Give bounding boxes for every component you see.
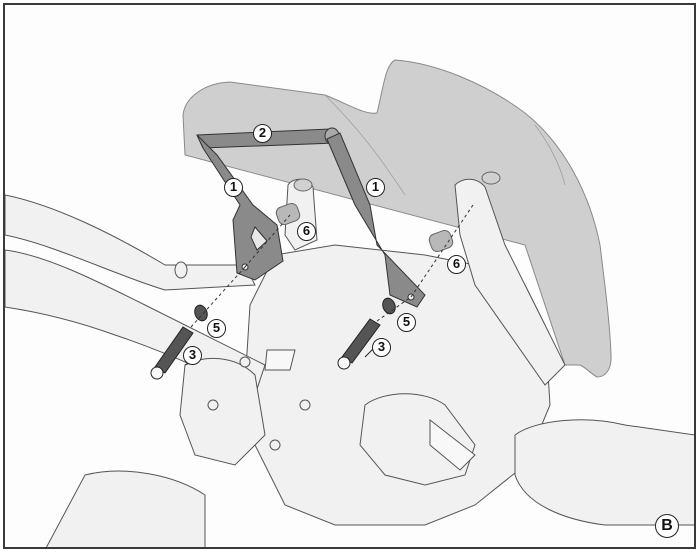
callout-6-right-spacer: 6	[447, 255, 466, 274]
mirror-arm-left	[5, 194, 256, 291]
mount-post-right	[454, 178, 566, 386]
handlebar-clamp	[179, 357, 266, 466]
diagram-frame: 1 1 2 3 3 5 5 6 6 B	[3, 3, 696, 549]
panel-label-b: B	[655, 514, 679, 538]
lower-left	[46, 470, 206, 547]
part-1-right-bracket	[326, 132, 426, 308]
right-switch	[514, 419, 694, 526]
assembly-illustration	[5, 59, 694, 547]
callout-6-left-spacer: 6	[297, 222, 316, 241]
assembly-guide-lines	[190, 204, 474, 328]
callout-3-left-bolt: 3	[183, 346, 202, 365]
callout-2-crossbar: 2	[253, 124, 272, 143]
part-3-bolts	[150, 318, 381, 380]
callout-5-right-washer: 5	[397, 313, 416, 332]
part-6-spacers	[275, 202, 454, 253]
fork-top	[359, 393, 476, 486]
callout-1-left-bracket: 1	[224, 178, 243, 197]
cable-clip	[174, 261, 188, 279]
callout-5-left-washer: 5	[207, 319, 226, 338]
callout-3-right-bolt: 3	[372, 338, 391, 357]
callout-1-right-bracket: 1	[366, 178, 385, 197]
